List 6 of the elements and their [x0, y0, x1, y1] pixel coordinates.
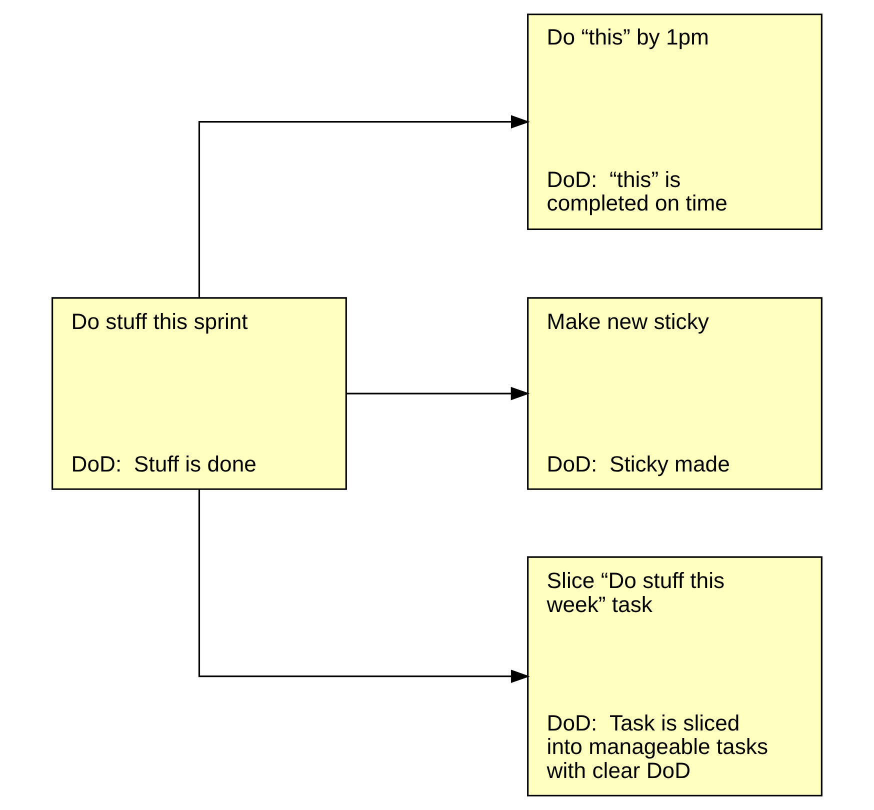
- arrow: [198, 115, 530, 298]
- node-box: Do stuff this sprint DoD: Stuff is done: [52, 297, 347, 490]
- arrow: [198, 489, 530, 683]
- node-box: Slice “Do stuff this week” task DoD: Task is sliced into manageable tasks with clear DoD: [527, 556, 822, 796]
- node-box: Do “this” by 1pm DoD: “this” is completed on time: [527, 14, 822, 230]
- arrow: [346, 386, 530, 400]
